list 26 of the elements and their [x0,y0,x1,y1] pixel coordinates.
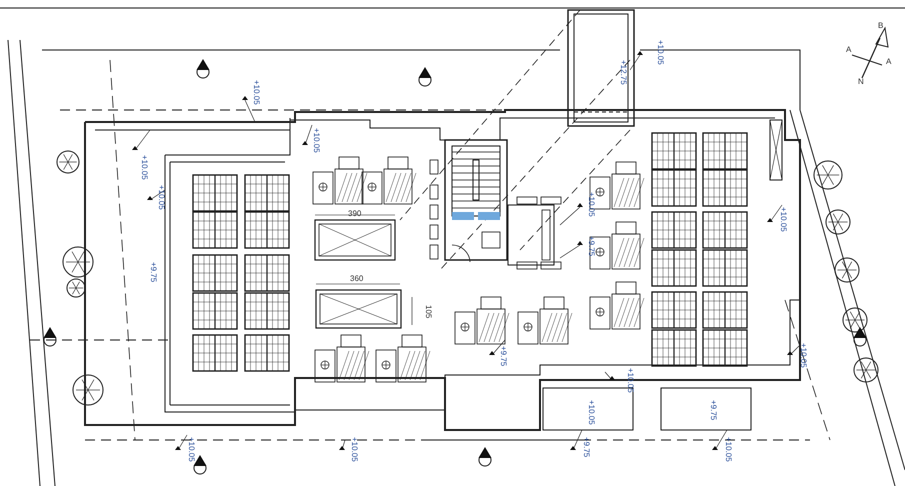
elevation-label: +10.05 [799,343,807,368]
elevation-label: +9.75 [499,346,507,366]
elevation-label: +10.05 [187,437,195,462]
dimension-label: 105 [424,305,432,318]
elevation-label: +10.05 [252,80,260,105]
elevation-label: +9.75 [587,236,595,256]
compass-letter: A [846,46,852,54]
elevation-label: +10.05 [157,185,165,210]
dimension-label: 390 [348,210,362,218]
dimension-label: 360 [350,275,364,283]
elevation-label: +9.75 [709,400,717,420]
elevation-label: +10.05 [724,437,732,462]
elevation-label: +10.05 [587,400,595,425]
elevation-label: +9.75 [149,262,157,282]
elevation-label: +10.05 [587,192,595,217]
compass-letter: N [858,78,864,86]
elevation-label: +10.05 [656,40,664,65]
elevation-label: +12.75 [619,60,627,85]
elevation-label: +10.05 [779,207,787,232]
compass-letter: A [886,58,892,66]
elevation-label: +10.05 [312,128,320,153]
elevation-label: +10.05 [350,437,358,462]
compass-letter: B [878,22,884,30]
elevation-label: +10.05 [626,368,634,393]
elevation-label: +10.05 [140,155,148,180]
elevation-label: +9.75 [582,437,590,458]
